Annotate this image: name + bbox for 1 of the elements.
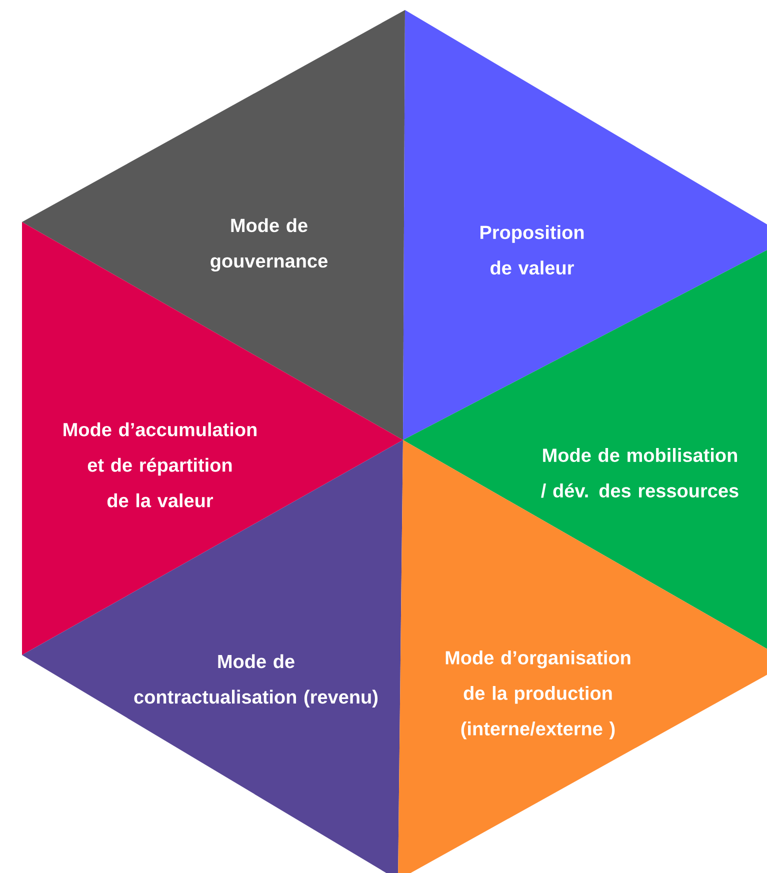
hexagon-segment: Proposition de valeur xyxy=(403,10,767,440)
